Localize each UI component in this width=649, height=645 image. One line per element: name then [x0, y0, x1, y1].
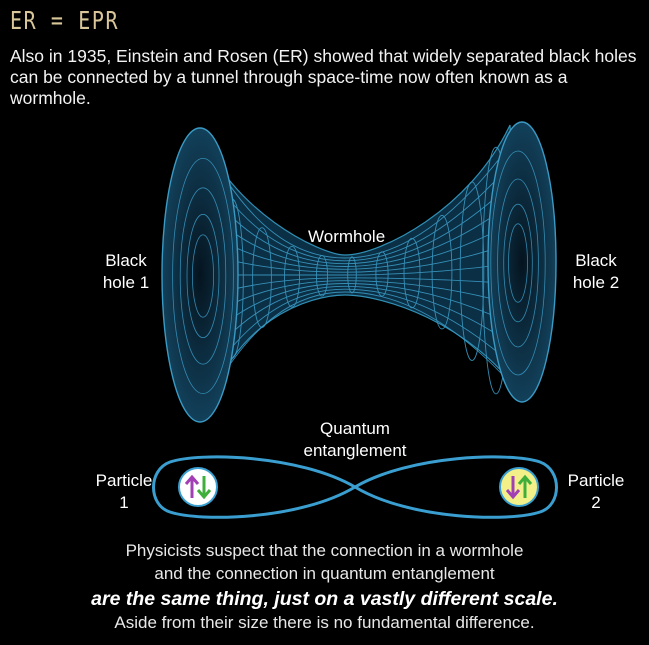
black-hole-2-ring: [508, 223, 528, 303]
black-hole-1-ring: [172, 157, 234, 394]
particle-2-label: Particle 2: [567, 471, 625, 512]
black-hole-1-ring: [191, 234, 214, 318]
particle-1-icon: [178, 467, 218, 507]
wormhole-mesh-line: [199, 280, 523, 323]
wormhole-mesh-line: [199, 194, 523, 267]
wormhole-mesh-ring: [252, 227, 272, 328]
black-hole-1-mouth: [161, 127, 239, 423]
wormhole-mesh-line: [199, 150, 523, 262]
black-hole-1-ring: [186, 213, 220, 339]
wormhole-surface: [161, 121, 557, 423]
wormhole-mesh-line: [199, 239, 523, 273]
wormhole-label: Wormhole: [308, 227, 386, 246]
wormhole-mesh-line: [199, 285, 523, 369]
wormhole-mesh-line: [199, 288, 523, 392]
wormhole-mesh-ring: [431, 214, 453, 330]
wormhole-mesh-line: [199, 291, 523, 416]
wormhole-mesh-ring: [315, 255, 329, 297]
particle-2-icon: [499, 467, 539, 507]
particle-1-label: Particle 1: [95, 471, 153, 512]
intro-text: Also in 1935, Einstein and Rosen (ER) sh…: [10, 46, 637, 108]
black-hole-2-ring: [490, 150, 546, 376]
black-hole-1-ring: [179, 187, 227, 365]
black-hole-2-ring: [503, 203, 533, 323]
caption-line-2: and the connection in quantum entangleme…: [154, 564, 495, 583]
wormhole-mesh-ring: [375, 251, 389, 297]
black-hole-2-ring: [497, 178, 539, 348]
wormhole-tunnel: [199, 124, 526, 421]
caption-line-3: are the same thing, just on a vastly dif…: [91, 588, 558, 610]
entanglement-loop: [152, 455, 558, 519]
wormhole-mesh-line: [199, 127, 523, 259]
wormhole-mesh-ring: [347, 256, 357, 294]
entanglement-label: Quantum entanglement: [303, 419, 407, 460]
caption-line-1: Physicists suspect that the connection i…: [125, 541, 524, 560]
black-hole-2-mouth: [487, 121, 557, 403]
wormhole-mesh-ring: [284, 245, 300, 308]
wormhole-mesh-line: [199, 261, 523, 276]
wormhole-mesh-ring: [403, 237, 421, 309]
page-title: ER = EPR: [10, 6, 120, 35]
caption-line-4: Aside from their size there is no fundam…: [114, 613, 535, 632]
wormhole-mesh-ring: [459, 181, 485, 362]
wormhole-mesh-line: [199, 172, 523, 265]
black-hole-1-label: Black hole 1: [102, 251, 150, 292]
black-hole-2-label: Black hole 2: [572, 251, 620, 292]
wormhole-mesh-line: [199, 277, 523, 299]
